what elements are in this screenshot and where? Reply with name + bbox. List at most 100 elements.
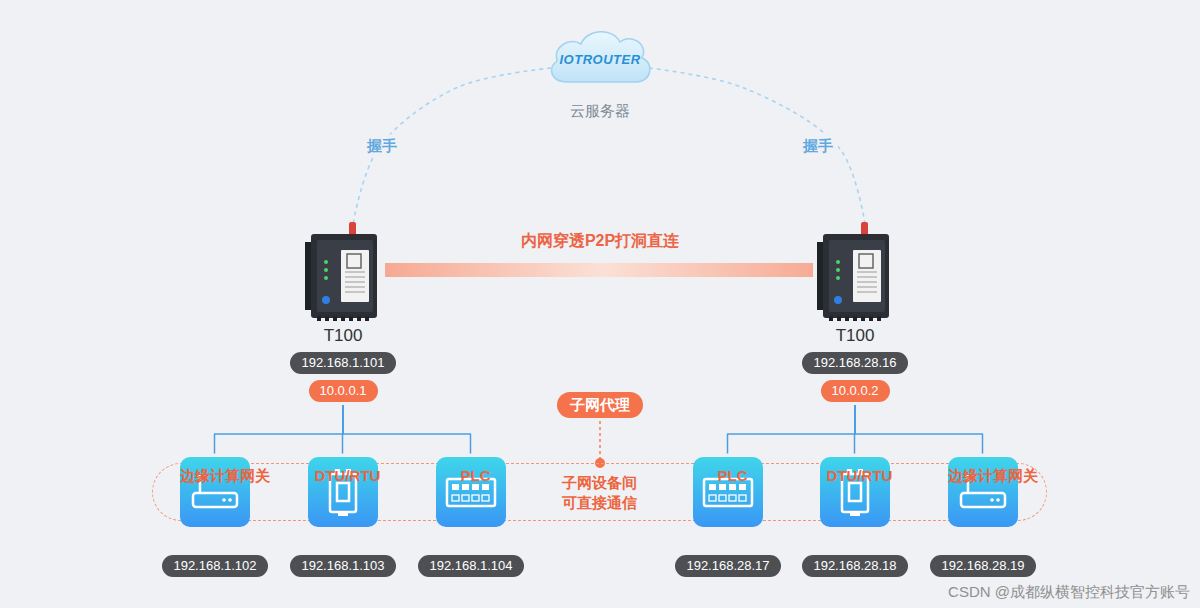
gateway-led xyxy=(222,498,226,502)
node-label: 10.0.0.2 xyxy=(832,383,879,399)
node-label: 192.168.28.17 xyxy=(686,558,769,574)
terminal-pin xyxy=(365,316,369,321)
plc-module xyxy=(719,484,726,490)
node-caption: 云服务器 xyxy=(545,102,655,120)
terminal-pin xyxy=(877,316,881,321)
sticker-line xyxy=(345,282,365,283)
node-label: 192.168.1.104 xyxy=(429,558,512,574)
node-label: 192.168.1.102 xyxy=(173,558,256,574)
dtu-icon: DTU/RTU xyxy=(308,457,378,527)
node-label: 10.0.0.1 xyxy=(320,383,367,399)
router-illustration xyxy=(815,222,895,322)
subnet-band: 子网设备间 可直接通信边缘计算网关DTU/RTUPLCPLCDTU/RTU边缘计… xyxy=(152,463,1047,521)
plc-terminal xyxy=(452,495,459,501)
status-led xyxy=(324,260,328,264)
vip-pill: 10.0.0.1 xyxy=(309,380,378,402)
dtu-icon: DTU/RTU xyxy=(820,457,890,527)
terminal-pin xyxy=(837,316,841,321)
terminal-pin xyxy=(349,316,353,321)
subnet-bracket xyxy=(343,405,471,454)
plc-terminal xyxy=(482,495,489,501)
handshake-arc xyxy=(649,68,865,224)
t100-router: T100 xyxy=(303,222,383,322)
router-body xyxy=(311,234,377,318)
cloud-server: IOTROUTER云服务器 xyxy=(545,22,655,90)
status-led xyxy=(836,276,840,280)
plc-module xyxy=(462,484,469,490)
subnet-bracket xyxy=(728,405,856,454)
subnet-bracket xyxy=(215,405,344,454)
reset-button xyxy=(834,296,842,304)
terminal-pin xyxy=(341,316,345,321)
t100-router: T100 xyxy=(815,222,895,322)
subnet-proxy-tag: 子网代理 xyxy=(557,392,643,418)
sticker-line xyxy=(857,282,877,283)
status-led xyxy=(836,260,840,264)
gateway-led xyxy=(990,498,994,502)
ip-pill: 192.168.28.16 xyxy=(802,352,907,374)
ip-pill: 192.168.28.19 xyxy=(930,555,1035,577)
sticker-line xyxy=(857,277,877,278)
gateway-icon: 边缘计算网关 xyxy=(180,457,250,527)
plc-module xyxy=(452,484,459,490)
node-label: 子网代理 xyxy=(570,396,630,414)
plc-terminal xyxy=(472,495,479,501)
plc-terminal xyxy=(729,495,736,501)
node-label: DTU/RTU xyxy=(820,466,900,486)
node-label: T100 xyxy=(303,326,383,346)
terminal-pin xyxy=(325,316,329,321)
terminal-pin xyxy=(869,316,873,321)
node-label: 192.168.1.103 xyxy=(301,558,384,574)
plc-icon: PLC xyxy=(436,457,506,527)
sticker-line xyxy=(345,277,365,278)
dtu-panel xyxy=(337,483,349,501)
terminal-pin xyxy=(845,316,849,321)
router-sticker xyxy=(853,250,881,302)
router-front xyxy=(829,240,885,312)
sticker-line xyxy=(857,287,877,288)
p2p-label: 内网穿透P2P打洞直连 xyxy=(521,231,679,252)
dtu-port xyxy=(338,512,348,516)
node-label: 192.168.28.18 xyxy=(813,558,896,574)
plc-module xyxy=(739,484,746,490)
sticker-line xyxy=(857,292,877,293)
vip-pill: 10.0.0.2 xyxy=(821,380,890,402)
router-illustration xyxy=(303,222,383,322)
qr-code xyxy=(347,254,361,268)
status-led xyxy=(324,276,328,280)
gateway-icon: 边缘计算网关 xyxy=(948,457,1018,527)
sticker-line xyxy=(857,272,877,273)
node-label: 192.168.28.16 xyxy=(813,355,896,371)
sticker-line xyxy=(345,287,365,288)
router-body xyxy=(823,234,889,318)
router-sticker xyxy=(341,250,369,302)
terminal-pin xyxy=(829,316,833,321)
terminal-pin xyxy=(357,316,361,321)
p2p-link xyxy=(385,263,813,277)
terminal-pin xyxy=(333,316,337,321)
reset-button xyxy=(322,296,330,304)
node-label: IOTROUTER xyxy=(545,52,655,68)
handshake-label: 握手 xyxy=(362,135,402,158)
plc-terminal xyxy=(739,495,746,501)
ip-pill: 192.168.28.17 xyxy=(675,555,780,577)
sticker-line xyxy=(345,272,365,273)
plc-terminal xyxy=(719,495,726,501)
ip-pill: 192.168.28.18 xyxy=(802,555,907,577)
router-front xyxy=(317,240,373,312)
gateway-led xyxy=(228,498,232,502)
status-led xyxy=(324,268,328,272)
plc-module xyxy=(729,484,736,490)
gateway-body xyxy=(193,493,237,507)
ip-pill: 192.168.1.101 xyxy=(290,352,395,374)
handshake-label: 握手 xyxy=(798,135,838,158)
subnet-bracket xyxy=(855,405,983,454)
node-label: PLC xyxy=(693,466,773,486)
dtu-port xyxy=(850,512,860,516)
node-label: 192.168.28.19 xyxy=(941,558,1024,574)
node-label: 子网设备间 可直接通信 xyxy=(560,473,640,513)
node-label: 边缘计算网关 xyxy=(948,466,1028,486)
node-label: 192.168.1.101 xyxy=(301,355,384,371)
node-label: 边缘计算网关 xyxy=(180,466,260,486)
plc-terminal xyxy=(709,495,716,501)
